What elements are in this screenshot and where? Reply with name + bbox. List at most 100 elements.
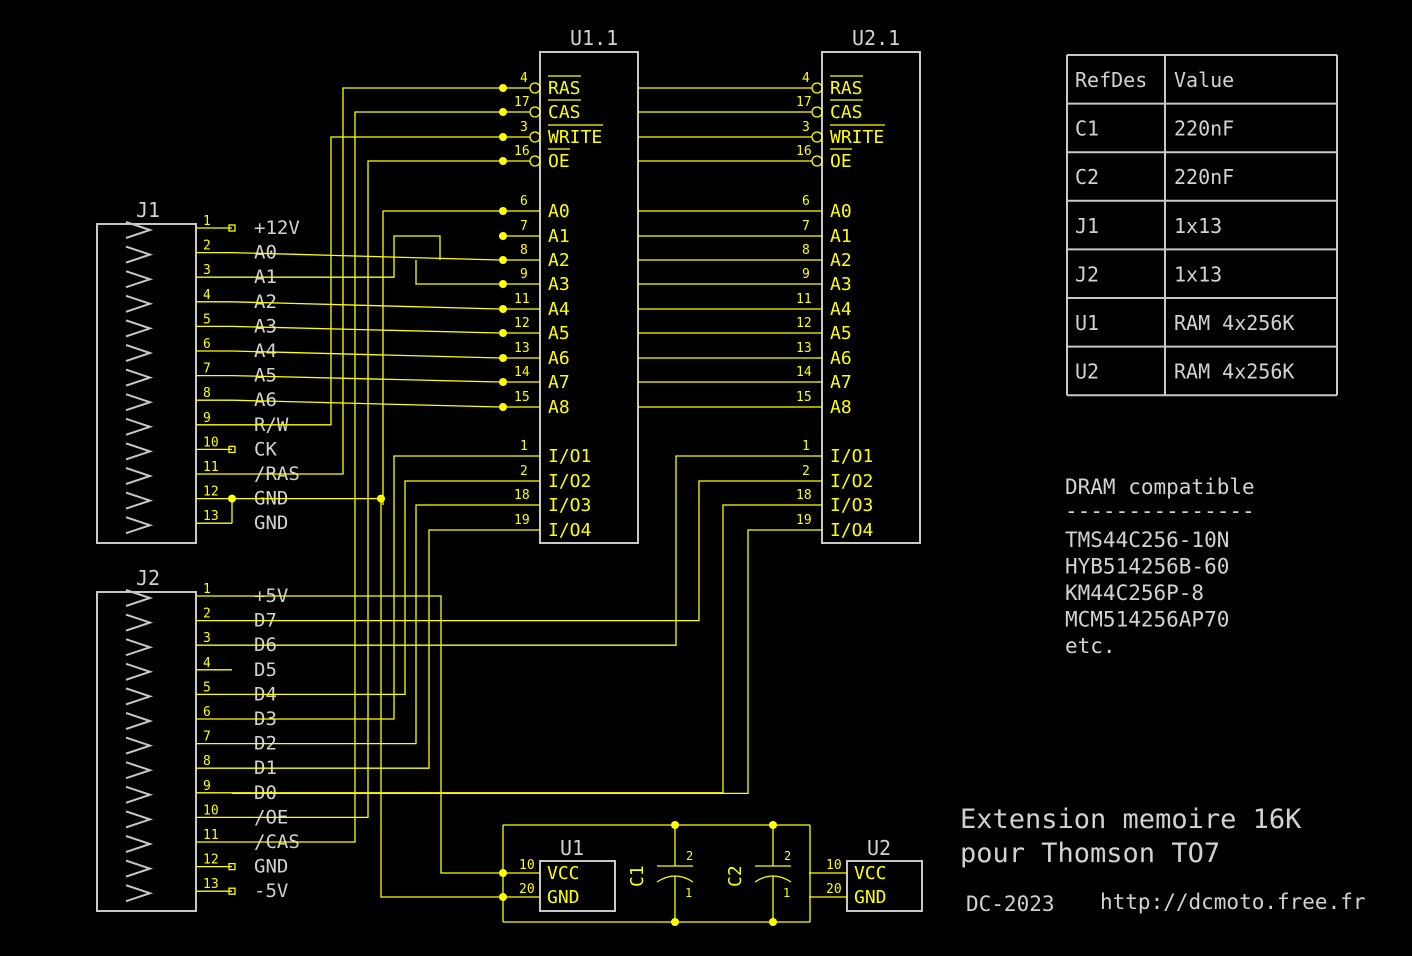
junction-dot [499, 893, 507, 901]
addr-a5 [231, 325, 501, 334]
u2-pin-number: 4 [802, 71, 810, 86]
j2-pin-number: 3 [203, 631, 211, 646]
j1-pin-label: A6 [254, 389, 277, 411]
junction-dot [499, 207, 507, 215]
u1-pin-label: A0 [548, 201, 570, 222]
data-u2 [232, 455, 782, 646]
u1-pin-number: 19 [514, 513, 530, 528]
j2-pin-contact [125, 613, 154, 632]
data-u2 [232, 480, 782, 622]
j2-label: J2 [136, 566, 160, 590]
j2-pin-number: 1 [203, 582, 211, 597]
u1-pin-label: A3 [548, 274, 570, 295]
addr-a8 [231, 399, 501, 408]
no-connect-marker [228, 224, 236, 232]
u2-pin-label: I/O2 [830, 471, 873, 492]
u2-pin-label: RAS [830, 78, 863, 99]
addr-a3 [415, 260, 500, 285]
addr-a4 [231, 301, 501, 310]
j2-pin-number: 8 [203, 754, 211, 769]
j1-pin-contact [125, 491, 154, 510]
u1-pin-label: A8 [548, 397, 570, 418]
u2-power-pin-label: GND [854, 887, 887, 908]
bom-cell-refdes: J2 [1075, 262, 1099, 286]
inversion-bubble [811, 106, 823, 118]
ctrl-ras [232, 87, 500, 475]
ctrl-oe [232, 160, 500, 819]
u1-pin-number: 8 [520, 243, 528, 258]
u1-power-pin-label: GND [547, 887, 580, 908]
j1-pin-number: 13 [203, 509, 219, 524]
bom-header-refdes: RefDes [1075, 68, 1147, 92]
j1-pin-label: A3 [254, 315, 277, 337]
j1-pin-contact [125, 467, 154, 485]
u1-pin-label: A5 [548, 323, 570, 344]
u2-power-body [846, 860, 923, 912]
no-connect-marker [228, 887, 236, 895]
u2-power-pin-label: VCC [854, 863, 887, 884]
j1-label: J1 [136, 198, 160, 222]
no-connect-marker [228, 862, 236, 871]
u1-pin-number: 14 [514, 365, 530, 380]
u2-pin-number: 2 [802, 464, 810, 479]
u1-pin-number: 3 [520, 120, 528, 135]
author-label: DC-2023 [966, 892, 1055, 916]
j1-pin-contact [125, 516, 154, 535]
j2-pin-number: 11 [203, 828, 219, 843]
u2-pin-number: 9 [802, 267, 810, 282]
u2-pin-number: 12 [796, 316, 812, 331]
u2-pin-label: CAS [830, 102, 863, 123]
junction-dot [499, 329, 507, 337]
addr-a6 [231, 350, 501, 359]
data-u1 [232, 529, 500, 769]
j1-pin-contact [125, 344, 154, 362]
inversion-bubble [529, 82, 541, 94]
j1-pin-label: A2 [254, 291, 277, 313]
junction-dot [499, 403, 507, 411]
j2-pin-contact [125, 859, 154, 878]
j2-pin-contact [125, 835, 154, 853]
u2-pin-number: 7 [802, 219, 810, 234]
u1-power-pin-label: VCC [547, 863, 580, 884]
u2-power-pin-number: 20 [826, 882, 842, 897]
u1-pin-number: 11 [514, 292, 530, 307]
j1-pin-label: GND [254, 512, 288, 534]
j1-pin-contact [125, 294, 154, 313]
j1-pin-number: 3 [203, 263, 211, 278]
u2-pin-number: 8 [802, 243, 810, 258]
j2-pin-number: 4 [203, 656, 211, 671]
j1-pin-contact [125, 221, 154, 239]
c1-pin-bottom: 1 [685, 886, 692, 900]
bom-cell-refdes: J1 [1075, 214, 1099, 238]
inversion-bubble [529, 155, 541, 167]
dram-compatible-note: DRAM compatible --------------- TMS44C25… [1065, 475, 1255, 658]
u2-pin-label: WRITE [830, 127, 884, 148]
junction-dot [499, 157, 507, 165]
inversion-bubble [529, 131, 541, 143]
j2-pin-number: 10 [203, 803, 219, 818]
bom-cell-value: 1x13 [1174, 262, 1222, 286]
bom-cell-refdes: C1 [1075, 117, 1099, 141]
bom-cell-value: 1x13 [1174, 214, 1222, 238]
u2-pin-label: I/O4 [830, 520, 873, 541]
u2-pin-number: 11 [796, 292, 812, 307]
u2-pin-number: 13 [796, 341, 812, 356]
j1-pin-number: 10 [203, 435, 219, 450]
u2-pin-label: A6 [830, 348, 852, 369]
u1-pin-number: 4 [520, 71, 528, 86]
c2-name: C2 [725, 865, 746, 887]
c2-pin-bottom: 1 [783, 886, 790, 900]
j1-pin-contact [125, 319, 154, 338]
j2-pin-contact [125, 736, 154, 755]
u1-pin-label: A1 [548, 226, 570, 247]
u1-pin-label: I/O3 [548, 495, 591, 516]
no-connect-marker [228, 445, 236, 454]
u2-pin-number: 1 [802, 439, 810, 454]
u2-pin-label: OE [830, 151, 852, 172]
